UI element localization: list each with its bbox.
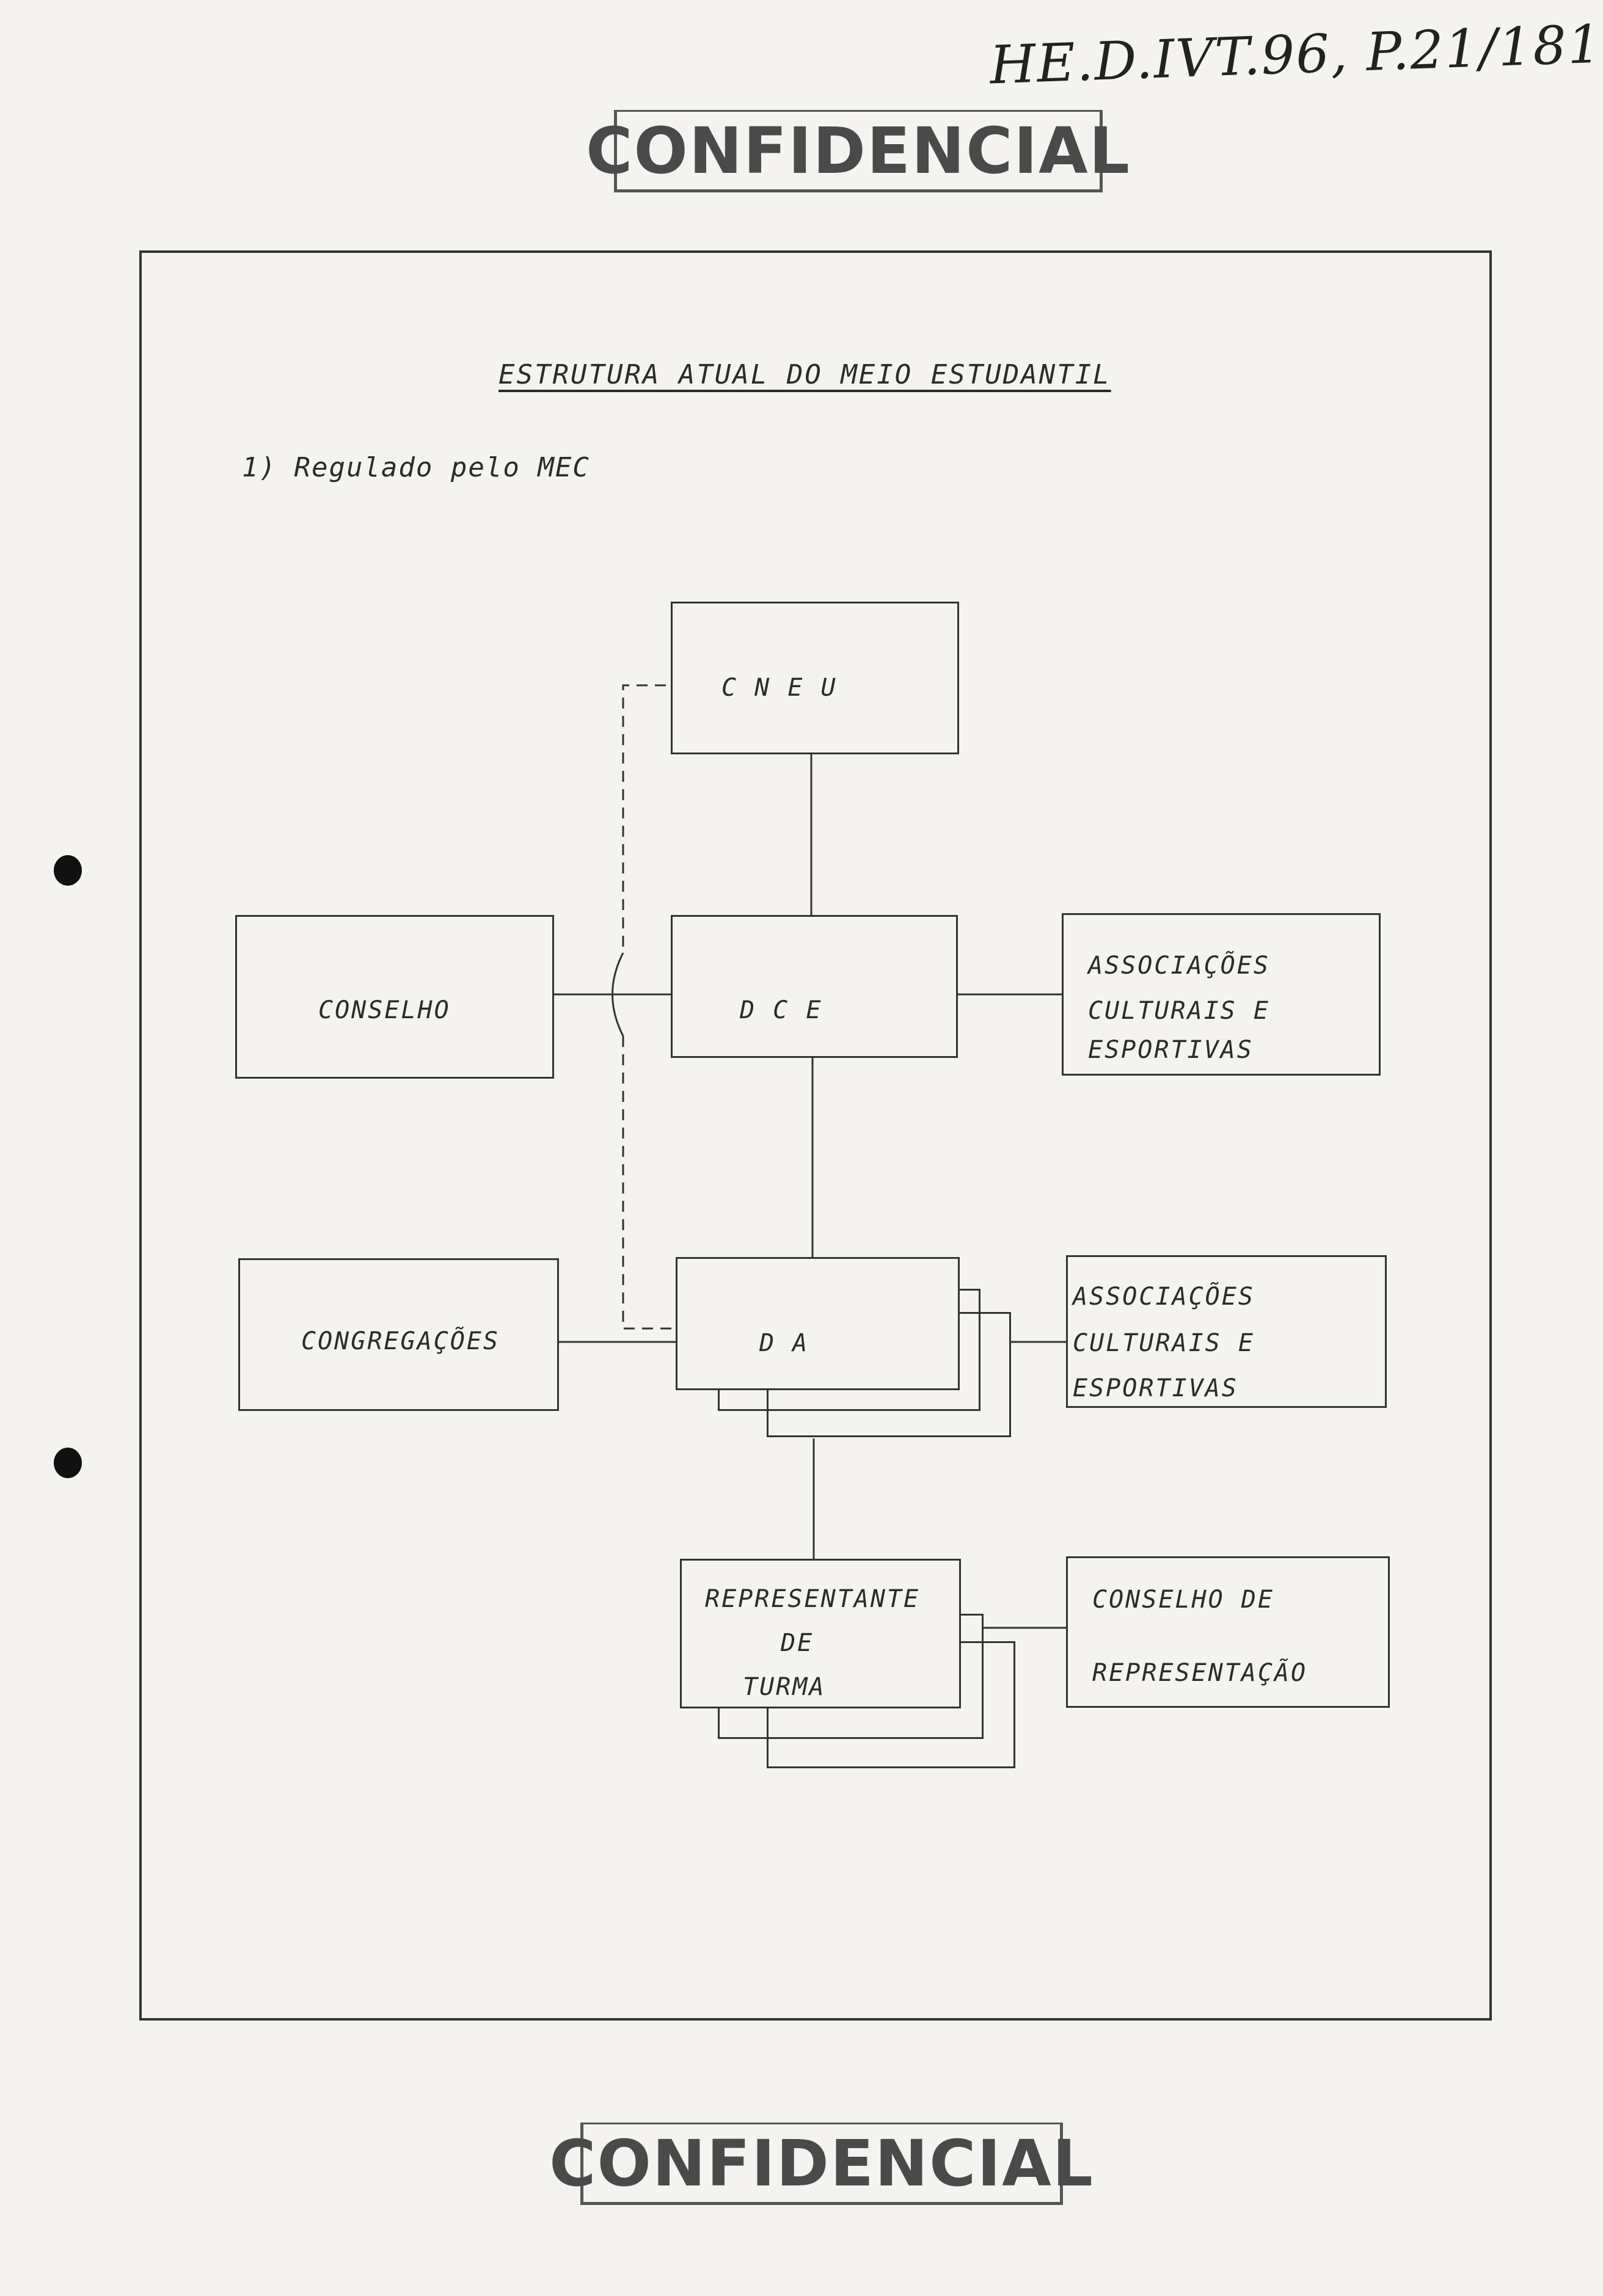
edge-cneu-da-dashed-lower xyxy=(622,1036,676,1330)
node-conselho: CONSELHO xyxy=(235,915,554,1079)
node-da: D A xyxy=(676,1257,960,1390)
node-associacoes-dce-line-3: ESPORTIVAS xyxy=(1088,1036,1254,1064)
confidential-stamp-bottom: CONFIDENCIAL xyxy=(549,2123,1093,2205)
node-associacoes-da-line-3: ESPORTIVAS xyxy=(1073,1374,1238,1402)
node-congregacoes: CONGREGAÇÕES xyxy=(238,1258,559,1411)
edge-cneu-da-dashed-hop xyxy=(612,952,624,1037)
node-associacoes-da: ASSOCIAÇÕES CULTURAIS E ESPORTIVAS xyxy=(1066,1255,1387,1408)
node-cneu: C N E U xyxy=(671,602,959,754)
node-associacoes-da-line-2: CULTURAIS E xyxy=(1073,1329,1255,1357)
node-representante-line-3: TURMA xyxy=(743,1673,826,1701)
node-da-label: D A xyxy=(759,1329,809,1357)
node-conselho-representacao-line-1: CONSELHO DE xyxy=(1092,1586,1274,1614)
node-cneu-label: C N E U xyxy=(721,674,838,702)
node-dce-label: D C E xyxy=(740,996,823,1024)
confidential-stamp-top: CONFIDENCIAL xyxy=(586,110,1130,192)
node-dce: D C E xyxy=(671,915,958,1058)
node-conselho-label: CONSELHO xyxy=(318,996,451,1024)
connector-lines xyxy=(553,684,1066,1629)
node-associacoes-da-line-1: ASSOCIAÇÕES xyxy=(1073,1283,1255,1311)
node-associacoes-dce-line-1: ASSOCIAÇÕES xyxy=(1088,952,1270,980)
diagram-subtitle: 1) Regulado pelo MEC xyxy=(242,452,590,483)
node-representante-line-2: DE xyxy=(781,1629,814,1657)
node-conselho-representacao-line-2: REPRESENTAÇÃO xyxy=(1092,1659,1308,1687)
binder-hole-bottom xyxy=(54,1448,82,1478)
node-representante-line-1: REPRESENTANTE xyxy=(705,1585,921,1613)
diagram-frame xyxy=(139,250,1492,2021)
node-associacoes-dce: ASSOCIAÇÕES CULTURAIS E ESPORTIVAS xyxy=(1062,913,1381,1076)
node-conselho-representacao: CONSELHO DE REPRESENTAÇÃO xyxy=(1066,1556,1390,1708)
node-associacoes-dce-line-2: CULTURAIS E xyxy=(1088,997,1270,1025)
node-congregacoes-label: CONGREGAÇÕES xyxy=(301,1327,500,1355)
diagram-title: ESTRUTURA ATUAL DO MEIO ESTUDANTIL xyxy=(498,359,1111,390)
document-page: HE.D.IVT.96, P.21/181 CONFIDENCIAL ESTRU… xyxy=(54,14,1603,2205)
node-representante: REPRESENTANTE DE TURMA xyxy=(680,1559,961,1708)
binder-hole-top xyxy=(54,855,82,886)
edge-cneu-da-dashed xyxy=(622,684,666,953)
